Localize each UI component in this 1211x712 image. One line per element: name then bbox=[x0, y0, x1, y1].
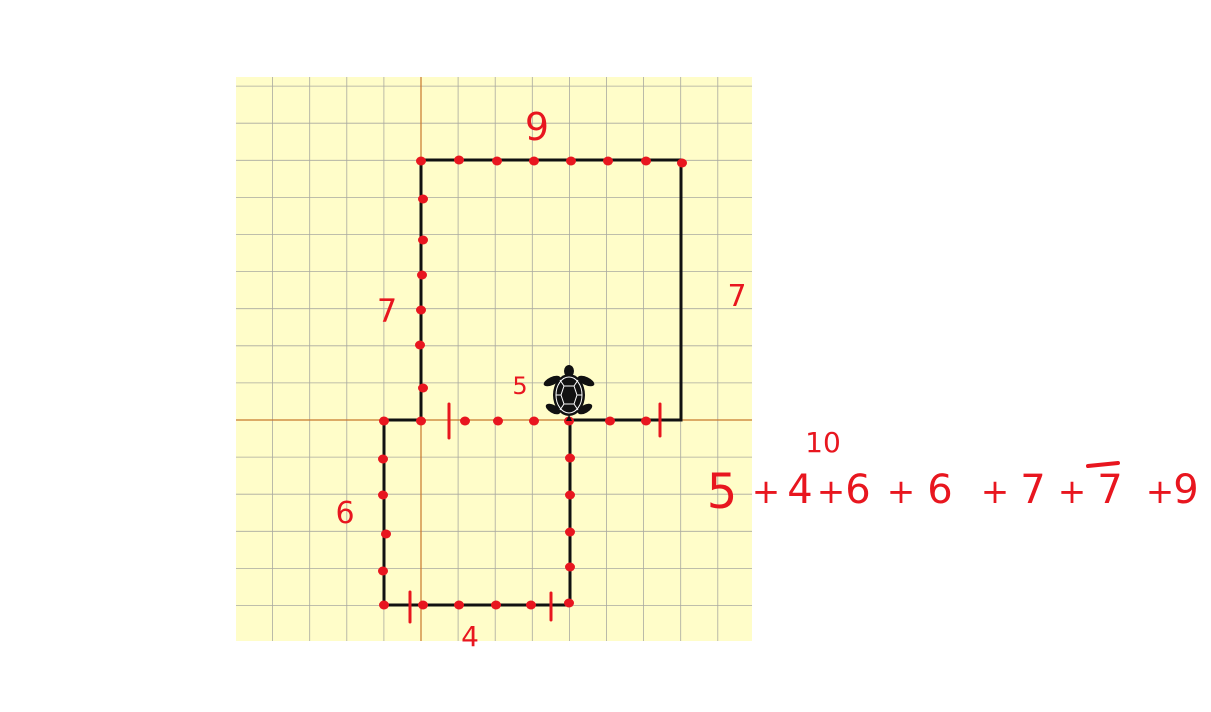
sum-plus-sign: + bbox=[981, 472, 1010, 512]
red-dot bbox=[378, 490, 388, 500]
red-dot bbox=[565, 490, 575, 500]
red-dot bbox=[454, 155, 464, 165]
red-dot bbox=[379, 600, 389, 610]
sum-plus-sign: + bbox=[1058, 472, 1087, 512]
sum-plus-sign: + bbox=[817, 472, 846, 512]
red-dot bbox=[460, 416, 470, 426]
sum-expression: 5+4+6+6+7+7+9 bbox=[707, 464, 1199, 520]
red-dot bbox=[491, 600, 501, 610]
turtle-icon bbox=[543, 365, 595, 421]
sum-term: 6 bbox=[927, 467, 952, 513]
top-side-label: 9 bbox=[525, 105, 549, 149]
red-dot bbox=[565, 453, 575, 463]
red-dot bbox=[378, 454, 388, 464]
sum-term: 6 bbox=[845, 467, 870, 513]
red-dot bbox=[529, 156, 539, 166]
red-dot bbox=[492, 156, 502, 166]
red-dot bbox=[416, 416, 426, 426]
strike-mark bbox=[1086, 461, 1120, 468]
red-dot bbox=[418, 600, 428, 610]
red-dot bbox=[564, 598, 574, 608]
red-dot bbox=[565, 527, 575, 537]
red-dot bbox=[605, 416, 615, 426]
right-side-label: 7 bbox=[727, 279, 746, 314]
middle-segment-label: 5 bbox=[512, 372, 527, 400]
sum-term: 7 bbox=[1020, 467, 1045, 513]
red-dot bbox=[379, 416, 389, 426]
left-lower-side-label: 6 bbox=[335, 496, 354, 531]
red-dot-marks bbox=[378, 155, 687, 610]
sum-plus-sign: + bbox=[1146, 472, 1175, 512]
sum-term: 5 bbox=[707, 464, 738, 520]
red-dot bbox=[417, 270, 427, 280]
red-dot bbox=[418, 235, 428, 245]
red-dot bbox=[641, 156, 651, 166]
sum-term: 7 bbox=[1097, 467, 1122, 513]
red-dot bbox=[565, 562, 575, 572]
red-dot bbox=[416, 156, 426, 166]
red-dot bbox=[381, 529, 391, 539]
red-dot bbox=[603, 156, 613, 166]
sum-plus-sign: + bbox=[887, 472, 916, 512]
red-dot bbox=[454, 600, 464, 610]
red-dot bbox=[526, 600, 536, 610]
red-dot bbox=[378, 566, 388, 576]
red-dot bbox=[641, 416, 651, 426]
red-dot bbox=[493, 416, 503, 426]
above-sum-label: 10 bbox=[805, 426, 841, 459]
red-dot bbox=[418, 194, 428, 204]
red-dot bbox=[418, 383, 428, 393]
red-dot bbox=[415, 340, 425, 350]
red-dot bbox=[416, 305, 426, 315]
left-upper-side-label: 7 bbox=[377, 292, 397, 330]
red-dot bbox=[529, 416, 539, 426]
grid-paper bbox=[236, 77, 752, 641]
red-dot bbox=[566, 156, 576, 166]
red-dot bbox=[677, 158, 687, 168]
sum-plus-sign: + bbox=[752, 472, 781, 512]
sum-term: 9 bbox=[1173, 467, 1198, 513]
sum-term: 4 bbox=[787, 467, 812, 513]
bottom-side-label: 4 bbox=[461, 620, 479, 653]
red-tick-marks bbox=[408, 402, 662, 624]
